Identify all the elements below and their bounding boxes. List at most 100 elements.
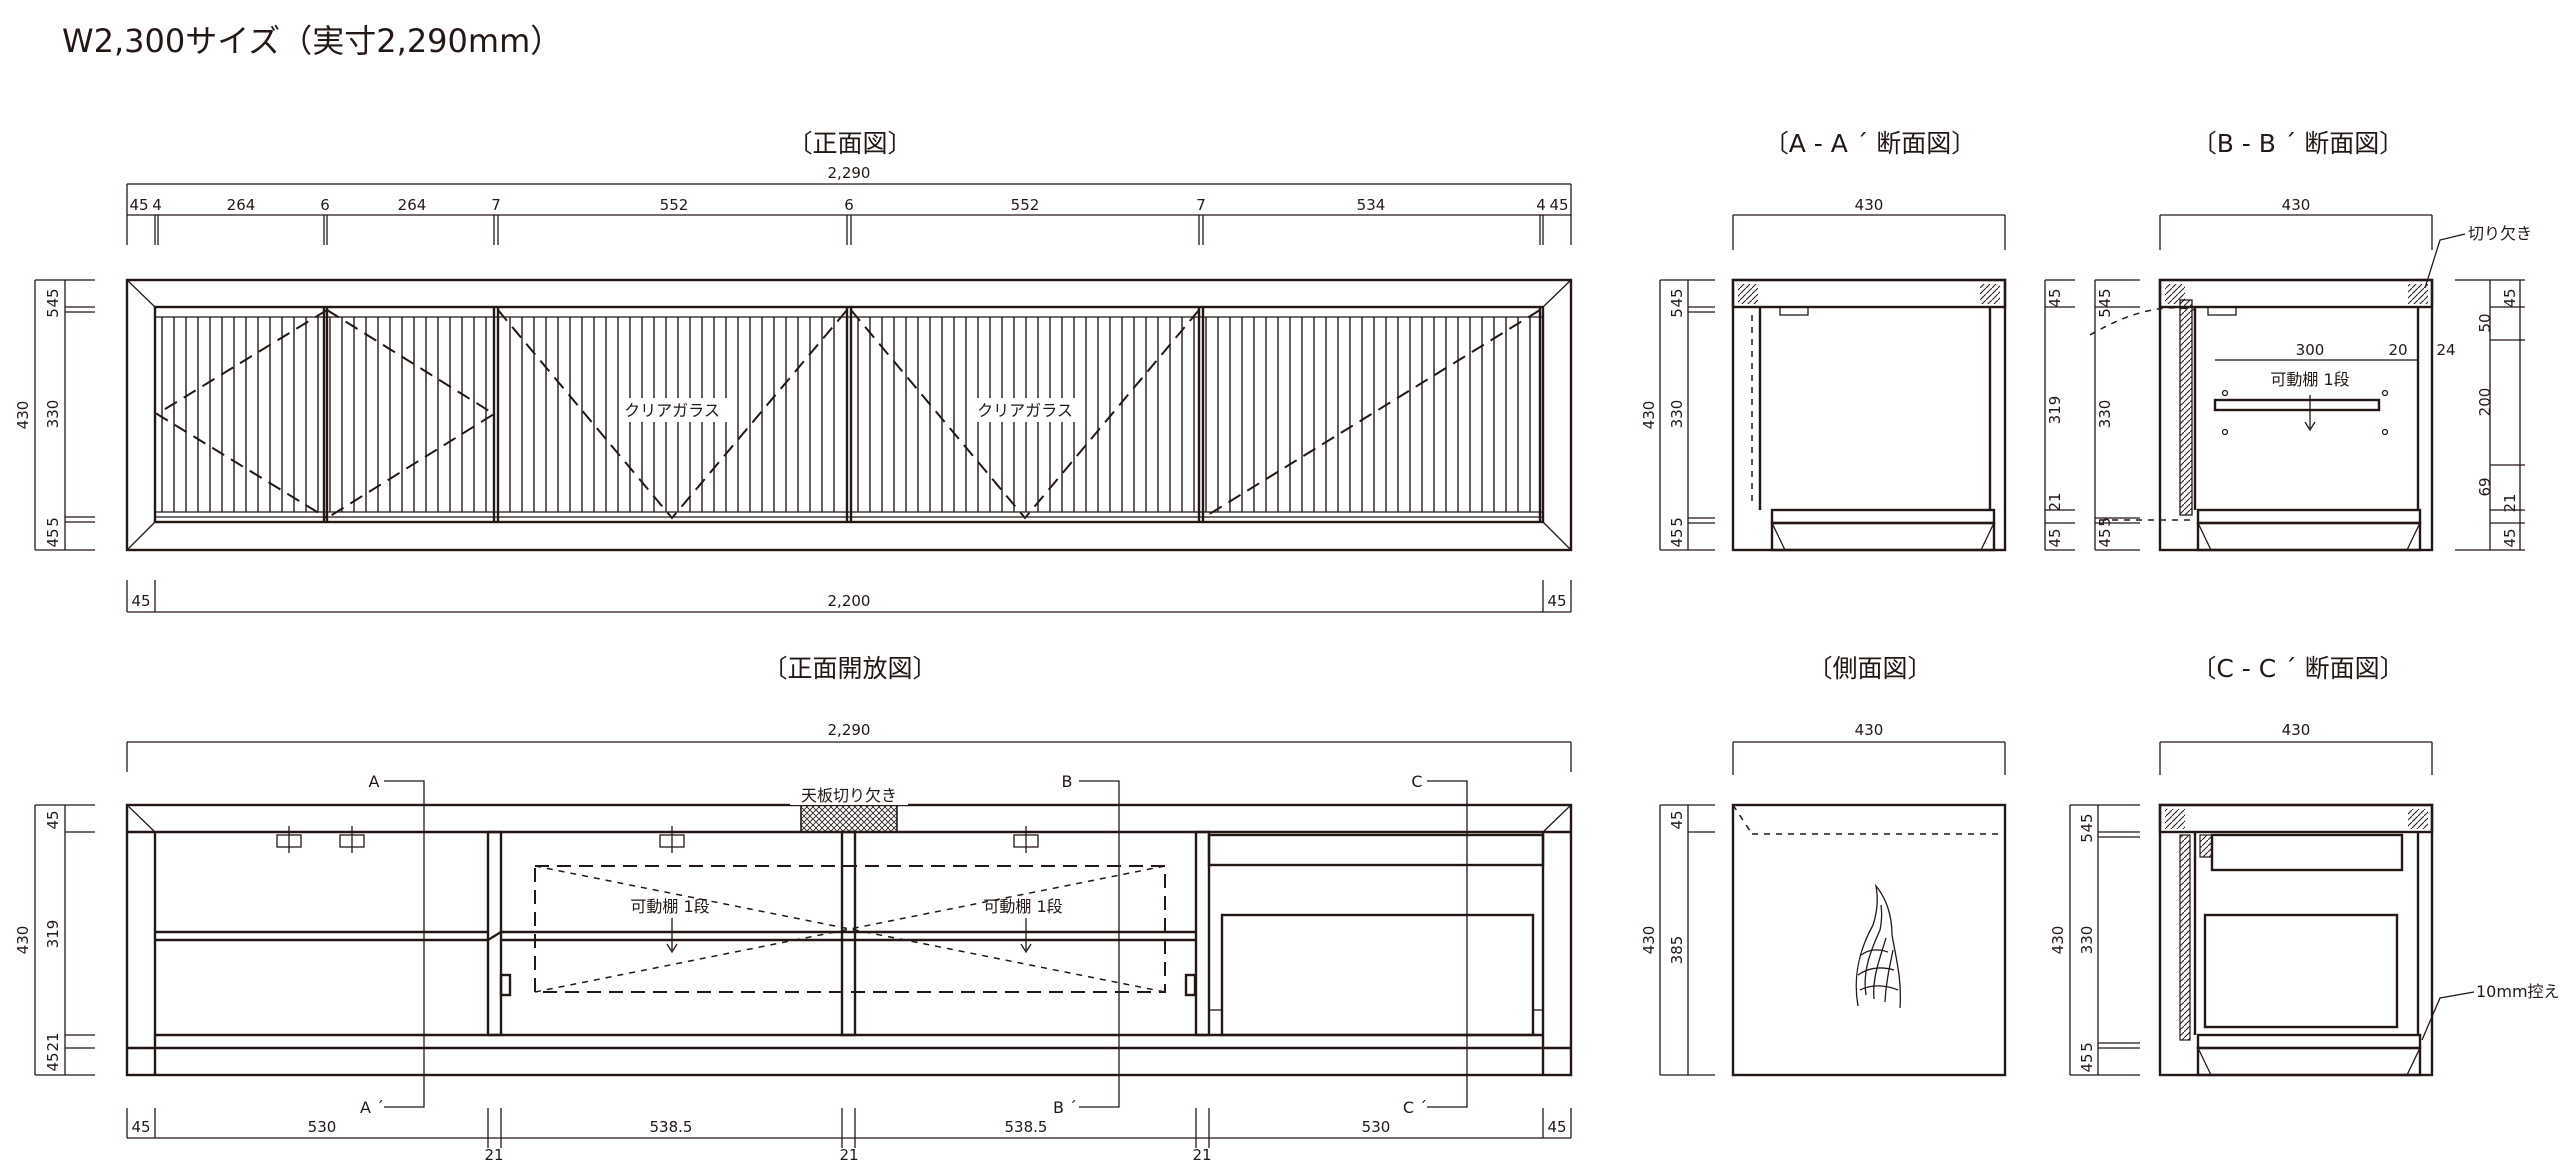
front-seg-9: 7 [1196, 196, 1206, 214]
movable-shelf-label-right: 可動棚 1段 [983, 897, 1062, 916]
front-bottom-overall: 2,200 [828, 592, 871, 610]
side-height: 430 [1640, 926, 1658, 955]
front-seg-8: 552 [1011, 196, 1040, 214]
bb-notch-leader [2424, 233, 2466, 289]
fo-bottom-4: 530 [1362, 1118, 1391, 1136]
drawer-compartment [1207, 833, 1545, 1037]
front-vertical-dimension: 430 45 5 330 5 45 [14, 279, 95, 551]
cc-v-1: 5 [2078, 833, 2096, 843]
cc-width: 430 [2282, 721, 2311, 739]
front-v-1: 5 [44, 308, 62, 318]
bb-width: 430 [2282, 196, 2311, 214]
door-latches [499, 973, 1197, 997]
side-view: 430 430 45 385 [1640, 721, 2007, 1077]
bb-shelf-label: 可動棚 1段 [2270, 370, 2349, 389]
fo-bottom-2: 538.5 [650, 1118, 693, 1136]
side-view-title: 〔側面図〕 [1807, 654, 1932, 683]
shelf-arrow-right [1020, 918, 1032, 954]
fo-partition-0: 21 [484, 1146, 503, 1164]
front-seg-0: 45 [129, 196, 148, 214]
front-seg-11: 4 [1536, 196, 1546, 214]
bb-left-2: 21 [2046, 492, 2064, 511]
aa-v-1: 5 [1668, 308, 1686, 318]
front-bottom-left: 45 [131, 592, 150, 610]
cc-v-3: 5 [2078, 1042, 2096, 1052]
front-overall-dimension: 2,290 [126, 164, 1572, 215]
bb-shelf-arrow [2304, 395, 2316, 432]
side-v-0: 45 [1668, 810, 1686, 829]
section-aa-title: 〔A - A ´ 断面図〕 [1764, 129, 1977, 158]
bb-left-1: 319 [2046, 396, 2064, 425]
section-bb-title: 〔B - B ´ 断面図〕 [2192, 129, 2405, 158]
cc-v-0: 45 [2078, 813, 2096, 832]
front-open-bottom-dimension: 45 530 538.5 538.5 530 45 21 21 21 [126, 1108, 1572, 1164]
section-b-marker: B B ´ [1053, 772, 1120, 1117]
fo-v-2: 21 [44, 1032, 62, 1051]
front-v-2: 330 [44, 400, 62, 429]
bb-right-1: 50 [2476, 313, 2494, 332]
front-height: 430 [14, 401, 32, 430]
front-open-view: 2,290 天板切り欠き [14, 721, 1573, 1164]
section-a2-label: A ´ [360, 1098, 384, 1117]
front-seg-5: 7 [491, 196, 501, 214]
section-cc-title: 〔C - C ´ 断面図〕 [2191, 654, 2404, 683]
aa-v-0: 45 [1668, 288, 1686, 307]
front-segment-dimension: 45 4 264 6 264 7 552 6 552 7 534 4 45 [126, 196, 1572, 245]
fo-v-0: 45 [44, 810, 62, 829]
bb-shelf-depth: 24 [2436, 341, 2455, 359]
front-seg-7: 6 [844, 196, 854, 214]
section-b2-label: B ´ [1053, 1098, 1077, 1117]
front-v-3: 5 [44, 517, 62, 527]
shelf-arrow-left [666, 918, 678, 954]
section-cc-view: 430 10mm控え 430 45 5 330 5 45 [2049, 721, 2560, 1077]
side-v-1: 385 [1668, 936, 1686, 965]
movable-shelf-label-left: 可動棚 1段 [630, 897, 709, 916]
cc-inset-leader [2421, 991, 2475, 1041]
front-bottom-dimension: 45 2,200 45 [126, 580, 1572, 613]
sheet-heading: W2,300サイズ（実寸2,290mm） [62, 22, 562, 60]
cc-v-2: 330 [2078, 926, 2096, 955]
front-seg-3: 6 [320, 196, 330, 214]
cc-inset-label: 10mm控え [2476, 982, 2560, 1001]
front-seg-4: 264 [398, 196, 427, 214]
aa-v-2: 330 [1668, 400, 1686, 429]
fo-bottom-3: 538.5 [1005, 1118, 1048, 1136]
bb-left-0: 45 [2046, 288, 2064, 307]
bb-right-3: 69 [2476, 477, 2494, 496]
bb-left-3: 45 [2046, 528, 2064, 547]
front-seg-6: 552 [660, 196, 689, 214]
fo-bottom-1: 530 [308, 1118, 337, 1136]
clear-glass-label-left: クリアガラス [624, 401, 720, 420]
front-overall-value: 2,290 [828, 164, 871, 182]
bb-shelf-width: 300 [2296, 341, 2325, 359]
section-c-marker: C C ´ [1403, 772, 1468, 1117]
front-open-view-title: 〔正面開放図〕 [762, 654, 937, 683]
bb-shelf-gap: 20 [2388, 341, 2407, 359]
section-c-label: C [1411, 772, 1422, 791]
front-seg-12: 45 [1549, 196, 1568, 214]
front-view: 2,290 45 4 264 [14, 164, 1573, 613]
fo-bottom-0: 45 [131, 1118, 150, 1136]
bb-in-2: 330 [2096, 400, 2114, 429]
front-open-overall-value: 2,290 [828, 721, 871, 739]
front-seg-10: 534 [1357, 196, 1386, 214]
bb-right-5: 45 [2501, 528, 2519, 547]
aa-width: 430 [1855, 196, 1884, 214]
fo-bottom-5: 45 [1547, 1118, 1566, 1136]
bb-notch-dashed-link [2089, 307, 2196, 336]
clear-glass-label-right: クリアガラス [977, 401, 1073, 420]
front-open-overall-dimension: 2,290 [126, 721, 1572, 772]
section-a-marker: A A ´ [360, 772, 425, 1117]
top-notch-label: 天板切り欠き [801, 786, 897, 805]
top-notch: 天板切り欠き [790, 786, 908, 833]
section-c2-label: C ´ [1403, 1098, 1427, 1117]
bb-right-4: 21 [2501, 493, 2519, 512]
front-bottom-right: 45 [1547, 592, 1566, 610]
bb-in-4: 45 [2096, 528, 2114, 547]
bb-in-1: 5 [2096, 308, 2114, 318]
fo-v-1: 319 [44, 920, 62, 949]
front-open-vertical-dimension: 430 45 319 21 45 [14, 804, 95, 1076]
fo-partition-1: 21 [839, 1146, 858, 1164]
aa-v-3: 5 [1668, 517, 1686, 527]
